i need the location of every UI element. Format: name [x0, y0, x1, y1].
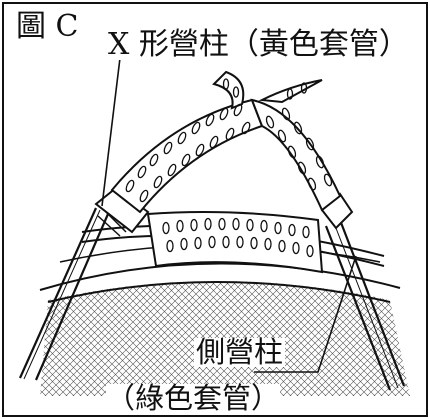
side-sleeve-label: （綠色套管）: [106, 381, 281, 415]
x-pole-right-leg: [324, 219, 406, 391]
side-pole-sleeve: [146, 211, 324, 274]
figure-label: 圖 C: [16, 9, 79, 44]
side-pole-label: 側營柱: [194, 335, 286, 369]
tent-fabric: [39, 244, 410, 396]
side-pole-leader-line: [254, 255, 357, 373]
x-pole-leader-line: [101, 57, 121, 207]
x-pole-sleeve: [110, 70, 342, 214]
x-pole-label: X 形營柱（黃色套管）: [106, 27, 411, 62]
x-pole-left-leg: [18, 207, 110, 381]
left-sleeve-connector: [94, 186, 150, 237]
